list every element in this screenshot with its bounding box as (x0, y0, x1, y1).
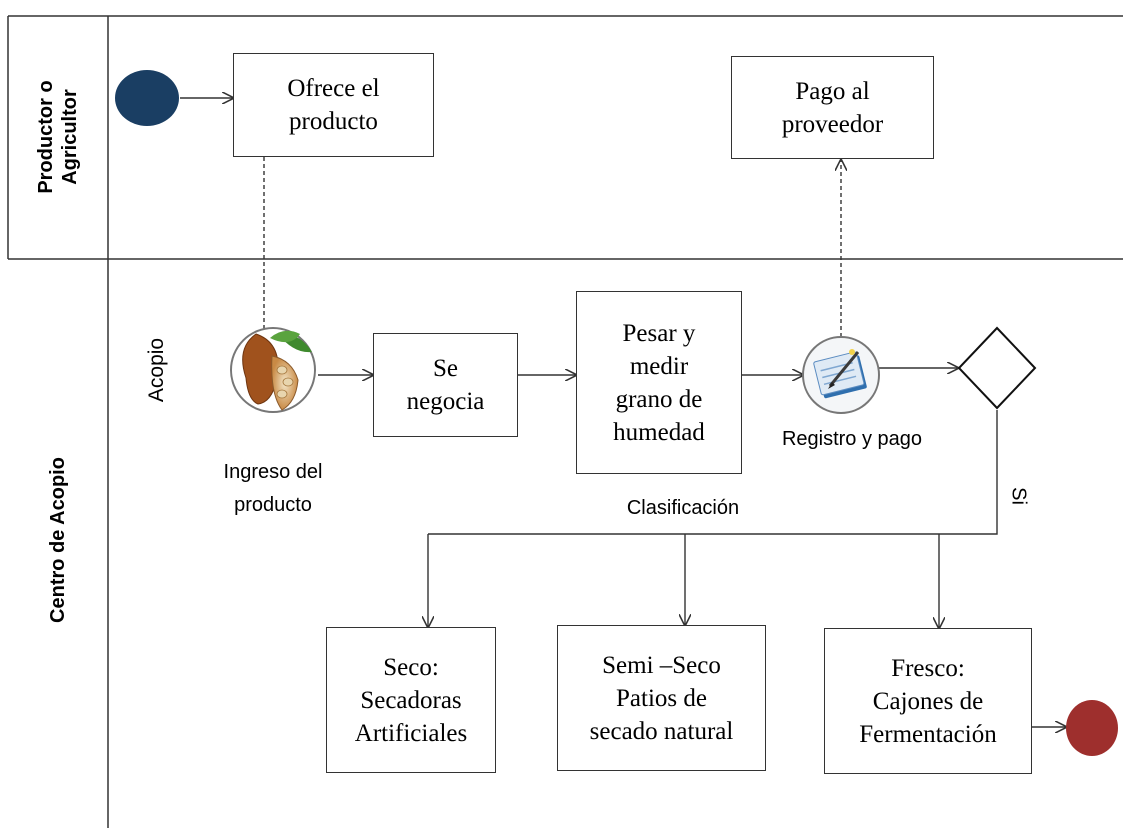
pool-frame (7, 15, 1123, 828)
task-offer-product: Ofrece el producto (233, 53, 434, 157)
label-yes: Si (1007, 487, 1030, 505)
result-fresh: Fresco: Cajones de Fermentación (824, 628, 1032, 774)
result-semidry: Semi –Seco Patios de secado natural (557, 625, 766, 771)
sublane-label-acopio: Acopio (145, 337, 168, 403)
label-classification: Clasificación (626, 497, 740, 519)
notepad-pencil-icon (802, 336, 880, 414)
cacao-pod-icon (230, 327, 316, 413)
task-supplier-payment: Pago al proveedor (731, 56, 934, 159)
start-event (115, 70, 179, 126)
result-dry: Seco: Secadoras Artificiales (326, 627, 496, 773)
lane-label-producer: Productor o Agricultor (35, 80, 81, 194)
caption-register: Registro y pago (781, 428, 923, 450)
flow-gateway-yes-branch (428, 410, 998, 535)
decision-gateway (957, 326, 1037, 410)
caption-intake: Ingreso del producto (223, 461, 323, 516)
end-event (1066, 700, 1118, 756)
task-weigh-measure: Pesar y medir grano de humedad (576, 291, 742, 474)
task-negotiate: Se negocia (373, 333, 518, 437)
lane-label-center: Centro de Acopio (47, 457, 69, 623)
